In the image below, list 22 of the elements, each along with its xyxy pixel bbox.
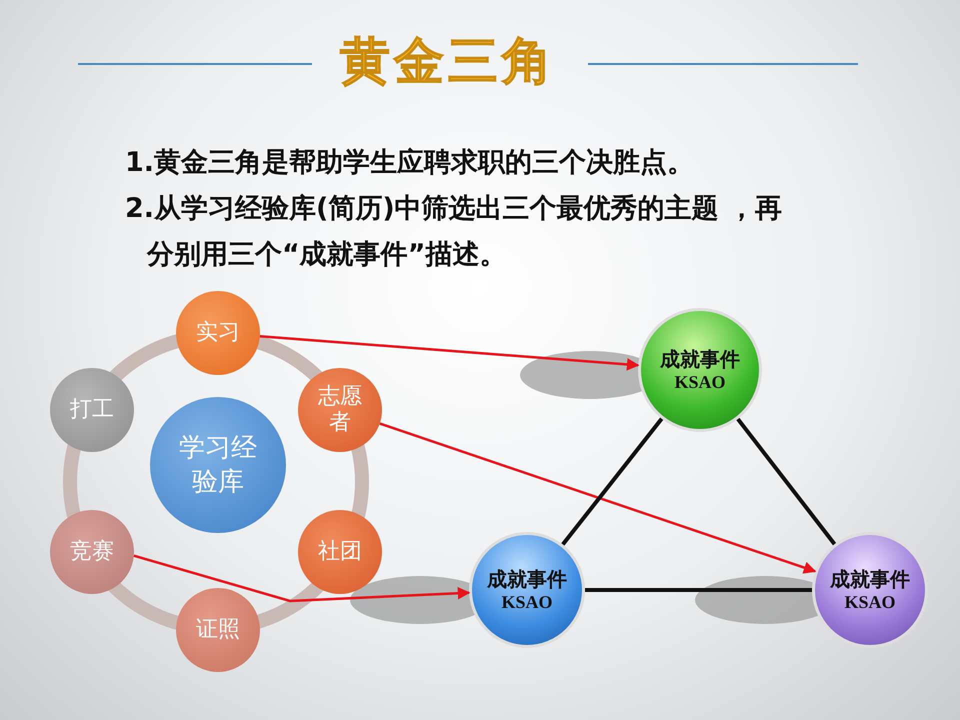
circle-node: 实习 [176, 291, 260, 375]
arrow [260, 334, 640, 371]
node-subtitle: KSAO [844, 591, 896, 613]
connector-line [561, 418, 664, 546]
circle-node: 社团 [298, 510, 382, 594]
node-subtitle: KSAO [674, 371, 726, 393]
node-heading: 成就事件 [487, 567, 567, 591]
circle-node: 志愿者 [298, 368, 382, 452]
list-item: 2.从学习经验库(简历)中筛选出三个最优秀的主题 ，再分别用三个“成就事件”描述。 [125, 192, 784, 272]
list-item: 1.黄金三角是帮助学生应聘求职的三个决胜点。 [125, 146, 696, 180]
node-heading: 成就事件 [830, 567, 910, 591]
connector-line [736, 418, 836, 546]
circle-node: 打工 [50, 368, 134, 452]
arrow [134, 554, 470, 602]
node-subtitle: KSAO [501, 591, 552, 613]
title: 黄金三角 [339, 31, 557, 92]
circle-node: 学习经验库 [150, 397, 286, 533]
circle-node: 证照 [176, 588, 260, 672]
circle-node: 竞赛 [50, 510, 134, 594]
arrow [379, 422, 816, 574]
node-heading: 成就事件 [660, 347, 740, 371]
connector-line [585, 588, 812, 592]
